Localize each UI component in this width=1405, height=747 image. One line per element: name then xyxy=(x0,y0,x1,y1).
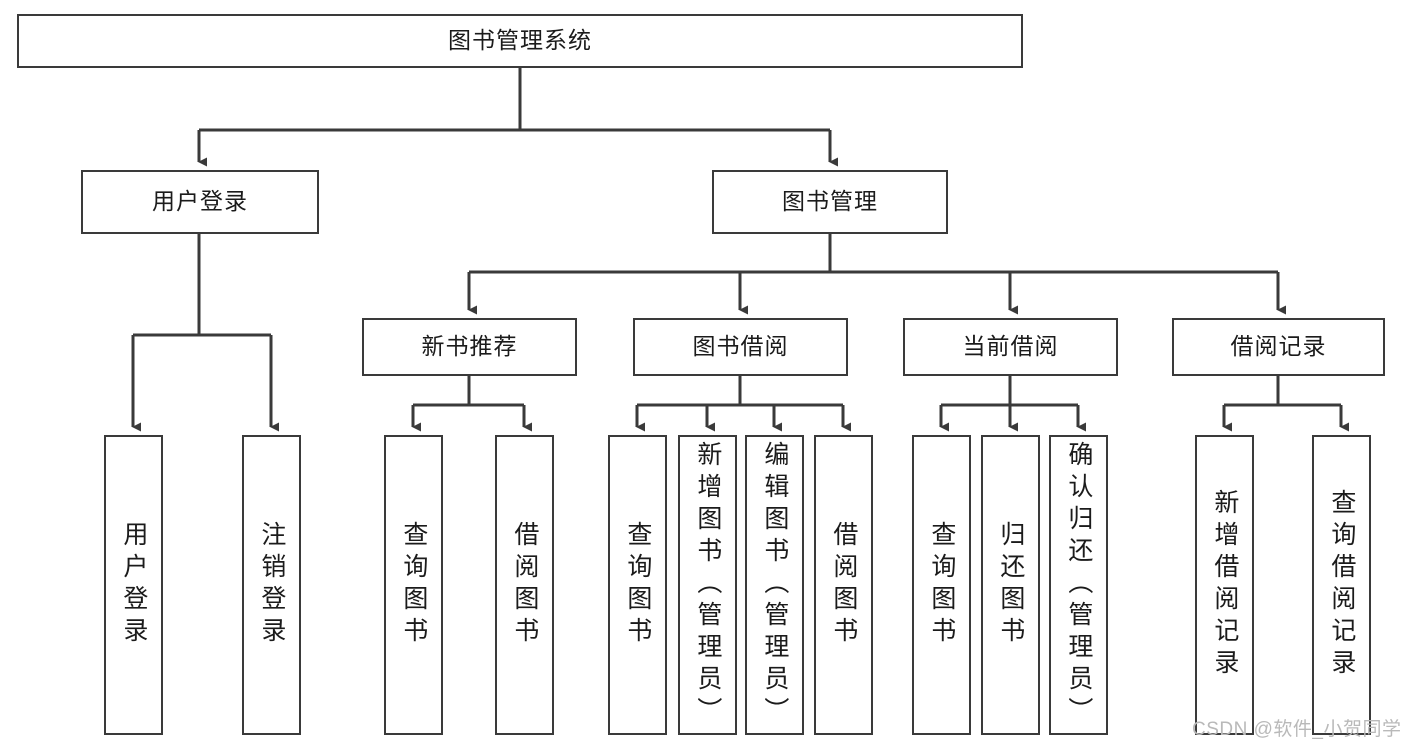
leaf-label: 查询图书 xyxy=(927,521,956,649)
node-user-login[interactable]: 用户登录 xyxy=(81,170,319,234)
leaf-recommend-query-book[interactable]: 查询图书 xyxy=(384,435,443,735)
leaf-borrow-add-book[interactable]: 新增图书（管理员） xyxy=(678,435,737,735)
leaf-label: 查询图书 xyxy=(399,521,428,649)
leaf-label: 确认归还（管理员） xyxy=(1064,441,1093,729)
node-new-book-recommend-label: 新书推荐 xyxy=(421,333,518,360)
leaf-record-query-record[interactable]: 查询借阅记录 xyxy=(1312,435,1371,735)
leaf-current-return-book[interactable]: 归还图书 xyxy=(981,435,1040,735)
node-current-borrow-label: 当前借阅 xyxy=(962,333,1059,360)
leaf-label: 新增借阅记录 xyxy=(1210,489,1239,681)
leaf-borrow-borrow-book[interactable]: 借阅图书 xyxy=(814,435,873,735)
leaf-current-confirm-return[interactable]: 确认归还（管理员） xyxy=(1049,435,1108,735)
node-current-borrow[interactable]: 当前借阅 xyxy=(903,318,1118,376)
leaf-label: 注销登录 xyxy=(257,521,286,649)
node-book-borrow-label: 图书借阅 xyxy=(692,333,789,360)
leaf-recommend-borrow-book[interactable]: 借阅图书 xyxy=(495,435,554,735)
node-new-book-recommend[interactable]: 新书推荐 xyxy=(362,318,577,376)
leaf-record-add-record[interactable]: 新增借阅记录 xyxy=(1195,435,1254,735)
node-book-borrow[interactable]: 图书借阅 xyxy=(633,318,848,376)
leaf-label: 归还图书 xyxy=(996,521,1025,649)
node-root[interactable]: 图书管理系统 xyxy=(17,14,1023,68)
watermark: CSDN @软件_小贺同学 xyxy=(1192,719,1402,740)
leaf-label: 借阅图书 xyxy=(510,521,539,649)
node-book-management-label: 图书管理 xyxy=(782,188,878,215)
node-borrow-record[interactable]: 借阅记录 xyxy=(1172,318,1385,376)
leaf-label: 新增图书（管理员） xyxy=(693,441,722,729)
node-borrow-record-label: 借阅记录 xyxy=(1230,333,1327,360)
node-user-login-label: 用户登录 xyxy=(152,188,248,215)
leaf-label: 查询图书 xyxy=(623,521,652,649)
leaf-label: 用户登录 xyxy=(119,521,148,649)
leaf-label: 借阅图书 xyxy=(829,521,858,649)
leaf-label: 编辑图书（管理员） xyxy=(760,441,789,729)
leaf-user-login-logout[interactable]: 注销登录 xyxy=(242,435,301,735)
leaf-label: 查询借阅记录 xyxy=(1327,489,1356,681)
leaf-borrow-edit-book[interactable]: 编辑图书（管理员） xyxy=(745,435,804,735)
leaf-user-login-login[interactable]: 用户登录 xyxy=(104,435,163,735)
node-book-management[interactable]: 图书管理 xyxy=(712,170,948,234)
node-root-label: 图书管理系统 xyxy=(448,27,592,54)
leaf-borrow-query-book[interactable]: 查询图书 xyxy=(608,435,667,735)
leaf-current-query-book[interactable]: 查询图书 xyxy=(912,435,971,735)
